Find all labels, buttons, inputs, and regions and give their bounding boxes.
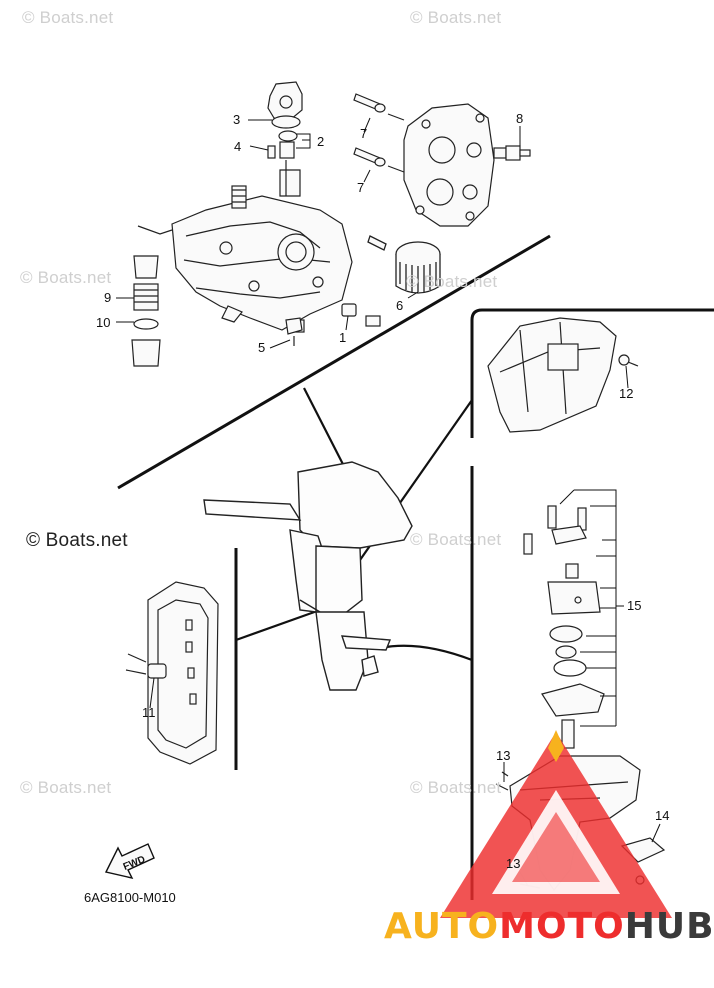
callout-3: 3 [233, 112, 241, 127]
diagram-part-code: 6AG8100-M010 [84, 890, 176, 905]
callout-15: 15 [627, 598, 642, 613]
callout-8: 8 [516, 111, 524, 126]
watermark-text: © Boats.net [410, 530, 502, 549]
callout-7: 7 [360, 126, 368, 141]
callout-bracket-15 [559, 489, 624, 727]
fitting-1 [341, 303, 381, 327]
upper-casing [487, 317, 639, 433]
brand-logo-triangle [440, 730, 672, 918]
callout-10: 10 [96, 315, 111, 330]
spark-plug [493, 145, 531, 161]
watermark-text: © Boats.net [410, 8, 502, 27]
bracket-5 [285, 317, 303, 346]
callout-1: 1 [339, 330, 347, 345]
cylinder-head [403, 103, 495, 227]
watermark-text: © Boats.net [410, 778, 502, 797]
watermark-text: © Boats.net [406, 272, 498, 291]
oil-filter [367, 235, 441, 294]
callout-14: 14 [655, 808, 670, 823]
divider-lines [117, 234, 714, 900]
oil-strainer [131, 225, 173, 367]
watermark-text: © Boats.net [20, 268, 112, 287]
exhaust-plate [125, 581, 219, 765]
engine-block-left [171, 169, 353, 333]
callout-13: 13 [496, 748, 511, 763]
watermark-main-text: © Boats.net [26, 530, 128, 551]
callout-7: 7 [357, 180, 365, 195]
callout-2: 2 [317, 134, 325, 149]
brand-part-moto: MOTO [499, 906, 625, 947]
brand-part-auto: AUTO [384, 906, 500, 947]
fwd-arrow-icon [104, 843, 155, 880]
callout-4: 4 [234, 139, 242, 154]
callout-6: 6 [396, 298, 404, 313]
outboard-motor [203, 461, 413, 691]
watermark-text: © Boats.net [20, 778, 112, 797]
bolts-7 [353, 93, 405, 173]
brand-part-hub: HUB [624, 906, 714, 947]
watermark-text: © Boats.net [22, 8, 114, 27]
callout-5: 5 [258, 340, 266, 355]
callout-13: 13 [506, 856, 521, 871]
callout-11: 11 [142, 705, 156, 720]
brand-wordmark: AUTOMOTOHUB [384, 906, 714, 947]
callout-9: 9 [104, 290, 112, 305]
thermostat-cover [267, 81, 303, 196]
water-pump-kit [523, 505, 605, 749]
callout-12: 12 [619, 386, 634, 401]
